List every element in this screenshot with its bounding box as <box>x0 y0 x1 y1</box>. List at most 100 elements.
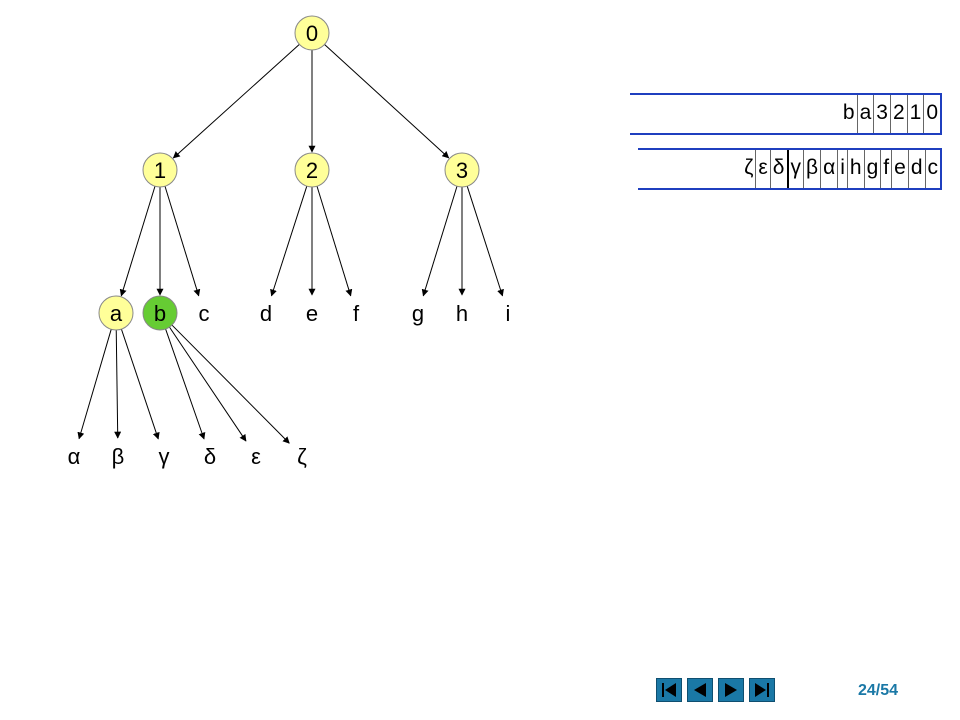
node-circle <box>284 438 320 474</box>
pending-queue-cell: h <box>848 150 865 188</box>
previous-icon <box>694 683 706 697</box>
node-circle <box>146 438 182 474</box>
node-circle <box>444 152 480 188</box>
tree-node-c: c <box>186 295 222 331</box>
pending-queue-cell: β <box>804 150 822 188</box>
pending-queue-cell: f <box>881 150 893 188</box>
tree-node-beta: β <box>100 438 136 474</box>
first-icon <box>662 683 676 697</box>
visited-queue-cell: a <box>858 95 875 133</box>
node-circle <box>248 295 284 331</box>
current-page: 24 <box>858 682 876 699</box>
tree-node-3: 3 <box>444 152 480 188</box>
edge-b-zeta <box>171 324 290 444</box>
node-label: d <box>260 301 272 326</box>
total-pages: /54 <box>875 682 899 699</box>
node-label: e <box>306 301 318 326</box>
slide-navigation <box>656 678 775 702</box>
tree-node-a: a <box>98 295 134 331</box>
tree-node-0: 0 <box>294 15 330 51</box>
node-label: 0 <box>306 21 318 46</box>
visited-queue-cell: 3 <box>874 95 891 133</box>
node-label: f <box>353 301 360 326</box>
node-label: 1 <box>154 158 166 183</box>
pending-queue-cell: c <box>926 150 942 188</box>
node-circle <box>490 295 526 331</box>
node-circle <box>400 295 436 331</box>
node-label: α <box>68 444 81 469</box>
node-circle <box>238 438 274 474</box>
visited-queue-cell: 2 <box>891 95 908 133</box>
tree-node-delta: δ <box>192 438 228 474</box>
tree-node-gamma: γ <box>146 438 182 474</box>
node-label: γ <box>159 444 170 469</box>
edge-b-epsilon <box>169 326 247 442</box>
edge-1-a <box>119 186 156 297</box>
node-circle <box>338 295 374 331</box>
tree-node-2: 2 <box>294 152 330 188</box>
next-icon-button[interactable] <box>718 678 744 702</box>
node-label: β <box>112 444 125 469</box>
last-icon <box>755 683 769 697</box>
pending-queue-cell: γ <box>789 150 804 188</box>
pending-queue-cell: ζ <box>742 150 757 188</box>
tree-node-1: 1 <box>142 152 178 188</box>
pending-queue-cell: d <box>909 150 926 188</box>
node-label: δ <box>204 444 216 469</box>
tree-node-d: d <box>248 295 284 331</box>
pending-queue-cell: ε <box>756 150 771 188</box>
visited-queue-cell: 0 <box>924 95 942 133</box>
node-label: i <box>506 301 511 326</box>
pending-queue-cell: i <box>838 150 848 188</box>
node-circle <box>142 295 178 331</box>
edge-0-1 <box>172 44 300 159</box>
tree-node-e: e <box>294 295 330 331</box>
page-counter: 24/54 <box>858 682 898 700</box>
node-circle <box>186 295 222 331</box>
node-label: ζ <box>297 444 307 469</box>
edge-0-3 <box>324 44 450 159</box>
node-circle <box>294 15 330 51</box>
tree-node-h: h <box>444 295 480 331</box>
node-label: b <box>154 301 166 326</box>
pending-queue-cell: e <box>892 150 909 188</box>
edge-2-d <box>270 186 308 297</box>
tree-node-f: f <box>338 295 374 331</box>
first-icon-button[interactable] <box>656 678 682 702</box>
node-circle <box>294 295 330 331</box>
visited-queue-cell: 1 <box>908 95 925 133</box>
node-label: ε <box>251 444 261 469</box>
edge-a-alpha <box>77 329 112 440</box>
tree-node-i: i <box>490 295 526 331</box>
node-label: h <box>456 301 468 326</box>
node-label: c <box>199 301 210 326</box>
node-label: 2 <box>306 158 318 183</box>
edge-2-f <box>316 186 353 297</box>
next-icon <box>725 683 737 697</box>
pending-queue-cell: α <box>821 150 839 188</box>
edge-1-c <box>164 186 201 297</box>
node-circle <box>56 438 92 474</box>
node-label: 3 <box>456 158 468 183</box>
node-circle <box>444 295 480 331</box>
node-circle <box>98 295 134 331</box>
edge-a-gamma <box>120 328 160 440</box>
pending-queue-cell: δ <box>771 150 789 188</box>
tree-node-epsilon: ε <box>238 438 274 474</box>
prev-icon-button[interactable] <box>687 678 713 702</box>
visited-queue-cell: b <box>841 95 858 133</box>
edge-b-delta <box>165 328 206 440</box>
tree-node-zeta: ζ <box>284 438 320 474</box>
node-circle <box>142 152 178 188</box>
tree-node-alpha: α <box>56 438 92 474</box>
last-icon-button[interactable] <box>749 678 775 702</box>
node-circle <box>192 438 228 474</box>
edge-a-beta <box>114 329 122 439</box>
pending-queue-cell: g <box>865 150 882 188</box>
node-circle <box>294 152 330 188</box>
node-label: a <box>110 301 123 326</box>
edge-3-i <box>466 186 504 297</box>
